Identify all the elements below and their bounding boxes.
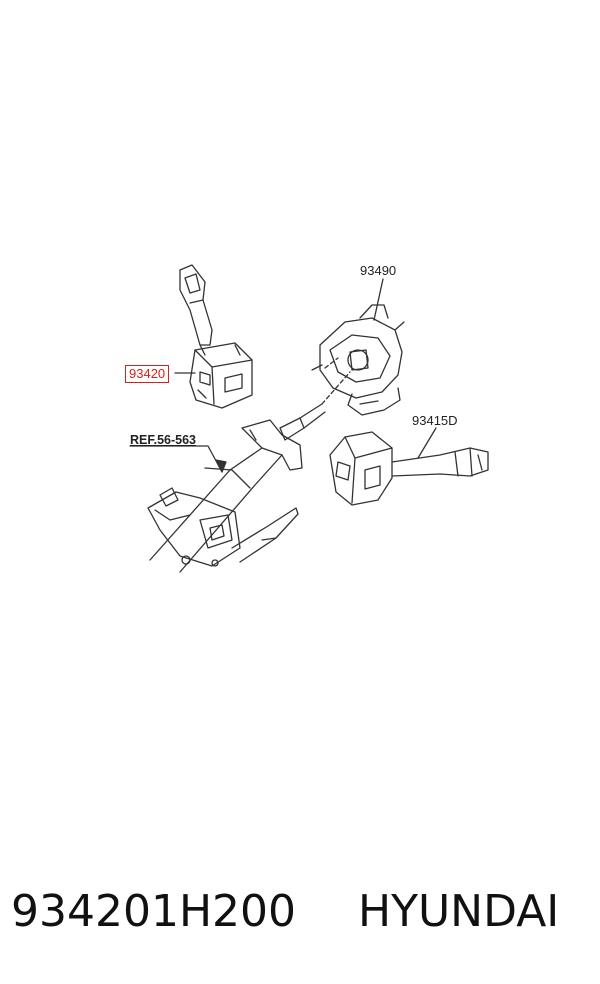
left-switch-assembly [179,264,253,409]
brand-name: HYUNDAI [358,886,560,937]
callout-93420[interactable]: 93420 [125,365,170,383]
alignment-axis-upper [324,357,339,369]
part-number: 934201H200 [11,886,297,937]
leader-lines [129,278,437,473]
right-switch-assembly [329,431,489,506]
clock-spring-assembly [311,304,405,416]
footer: 934201H200 HYUNDAI [0,872,600,952]
alignment-axis [321,371,351,405]
parts-diagram [129,264,489,573]
callout-93415d[interactable]: 93415D [412,413,458,428]
callout-93490[interactable]: 93490 [360,263,397,278]
callout-column-ref[interactable]: REF.56-563 [130,433,197,447]
steering-column [147,403,326,573]
